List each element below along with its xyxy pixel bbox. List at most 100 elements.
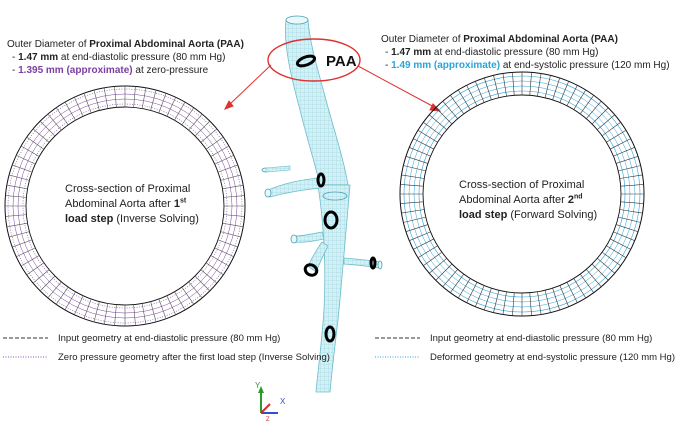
mesh-spoke (166, 295, 176, 315)
mesh-spoke (493, 75, 500, 98)
mesh-spoke (47, 281, 62, 299)
mesh-spoke (39, 275, 56, 292)
mesh-spoke (573, 89, 587, 110)
mesh-spoke (413, 238, 434, 250)
mesh-spoke (220, 174, 241, 181)
mesh-spoke (214, 155, 234, 165)
mesh-spoke (620, 201, 644, 204)
paa-highlight-ellipse (267, 38, 361, 82)
mesh-spoke (457, 89, 471, 110)
mesh-spoke (12, 239, 33, 248)
mesh-spoke (423, 122, 443, 137)
mesh-spoke (16, 247, 36, 257)
mesh-spoke (74, 97, 84, 117)
mesh-spoke (552, 77, 560, 100)
mesh-spoke (150, 301, 157, 322)
mesh-spoke (610, 138, 631, 150)
legend-right-label-2: Deformed geometry at end-systolic pressu… (430, 352, 675, 363)
left-cross-section-ring (4, 85, 246, 327)
mesh-spoke (205, 262, 224, 276)
mesh-spoke (559, 81, 569, 103)
mesh-spoke (413, 138, 434, 150)
mesh-spoke (601, 251, 621, 266)
mesh-spoke (613, 231, 635, 241)
mesh-spoke (222, 184, 244, 190)
mesh-spoke (405, 224, 428, 232)
mesh-spoke (435, 107, 453, 125)
mesh-spoke (103, 303, 109, 325)
mesh-spoke (64, 101, 76, 121)
mesh-spoke (619, 174, 643, 179)
mesh-spoke (417, 129, 438, 143)
mesh-spoke (544, 290, 551, 313)
mesh-spoke (9, 231, 30, 238)
mesh-spoke (619, 209, 643, 214)
left-info-line-2: - 1.395 mm (approximate) at zero-pressur… (12, 65, 209, 76)
mesh-spoke (174, 291, 186, 311)
mesh-spoke (466, 85, 478, 106)
mesh-spoke (6, 184, 28, 190)
mesh-spoke (512, 292, 515, 316)
mesh-spoke (401, 174, 425, 179)
mesh-spoke (141, 303, 147, 325)
mesh-spoke (502, 73, 507, 97)
mesh-spoke (544, 75, 551, 98)
mesh-spoke (158, 93, 167, 114)
mesh-spoke (181, 107, 195, 126)
mesh-spoke (400, 201, 424, 204)
mesh-spoke (174, 101, 186, 121)
mesh-spoke (74, 295, 84, 315)
mesh-spoke (32, 128, 50, 143)
mesh-spoke (586, 101, 602, 119)
mesh-spoke (620, 184, 644, 187)
mesh-spoke (5, 214, 27, 217)
mesh-spoke (405, 156, 428, 164)
mesh-spoke (529, 72, 532, 96)
mesh-spoke (205, 136, 224, 150)
right-info-line-1: - 1.47 mm at end-diastolic pressure (80 … (385, 47, 599, 58)
mesh-spoke (409, 231, 431, 241)
aorta-vessel-model (261, 15, 383, 393)
legend-right-label-1: Input geometry at end-diastolic pressure… (430, 333, 653, 344)
cross-section-markers (295, 54, 377, 343)
right-info-line-2: - 1.49 mm (approximate) at end-systolic … (385, 60, 670, 71)
mesh-spoke (141, 87, 147, 109)
mesh-spoke (618, 216, 641, 223)
mesh-spoke (20, 255, 40, 267)
mesh-spoke (484, 288, 492, 311)
mesh-spoke (579, 95, 594, 115)
mesh-spoke (450, 95, 465, 115)
legend-left-label-1: Input geometry at end-diastolic pressure… (58, 333, 281, 344)
mesh-spoke (442, 269, 458, 287)
mesh-spoke (423, 251, 443, 266)
mesh-spoke (475, 285, 485, 307)
mesh-spoke (166, 97, 176, 117)
left-info-line-1: - 1.47 mm at end-diastolic pressure (80 … (12, 52, 226, 63)
mesh-spoke (618, 165, 641, 172)
mesh-spoke (194, 120, 211, 137)
mesh-spoke (55, 286, 69, 305)
mesh-spoke (591, 263, 609, 281)
mesh-spoke (457, 278, 471, 299)
mesh-spoke (5, 195, 27, 198)
mesh-spoke (210, 145, 230, 157)
left-caption: Cross-section of Proximal Abdominal Aort… (65, 183, 199, 225)
mesh-spoke (409, 147, 431, 157)
mesh-spoke (573, 278, 587, 299)
right-info-heading: Outer Diameter of Proximal Abdominal Aor… (381, 34, 618, 45)
mesh-spoke (579, 273, 594, 293)
mesh-spoke (512, 72, 515, 96)
mesh-spoke (47, 113, 62, 131)
mesh-spoke (417, 245, 438, 259)
mesh-spoke (93, 90, 100, 111)
axis-y-label: Y (255, 381, 261, 390)
right-cross-section-ring (399, 71, 645, 317)
mesh-spoke (429, 258, 447, 274)
mesh-spoke (566, 282, 578, 303)
mesh-spoke (210, 255, 230, 267)
mesh-spoke (9, 174, 30, 181)
mesh-spoke (435, 263, 453, 281)
mesh-spoke (93, 301, 100, 322)
mesh-spoke (114, 86, 117, 108)
